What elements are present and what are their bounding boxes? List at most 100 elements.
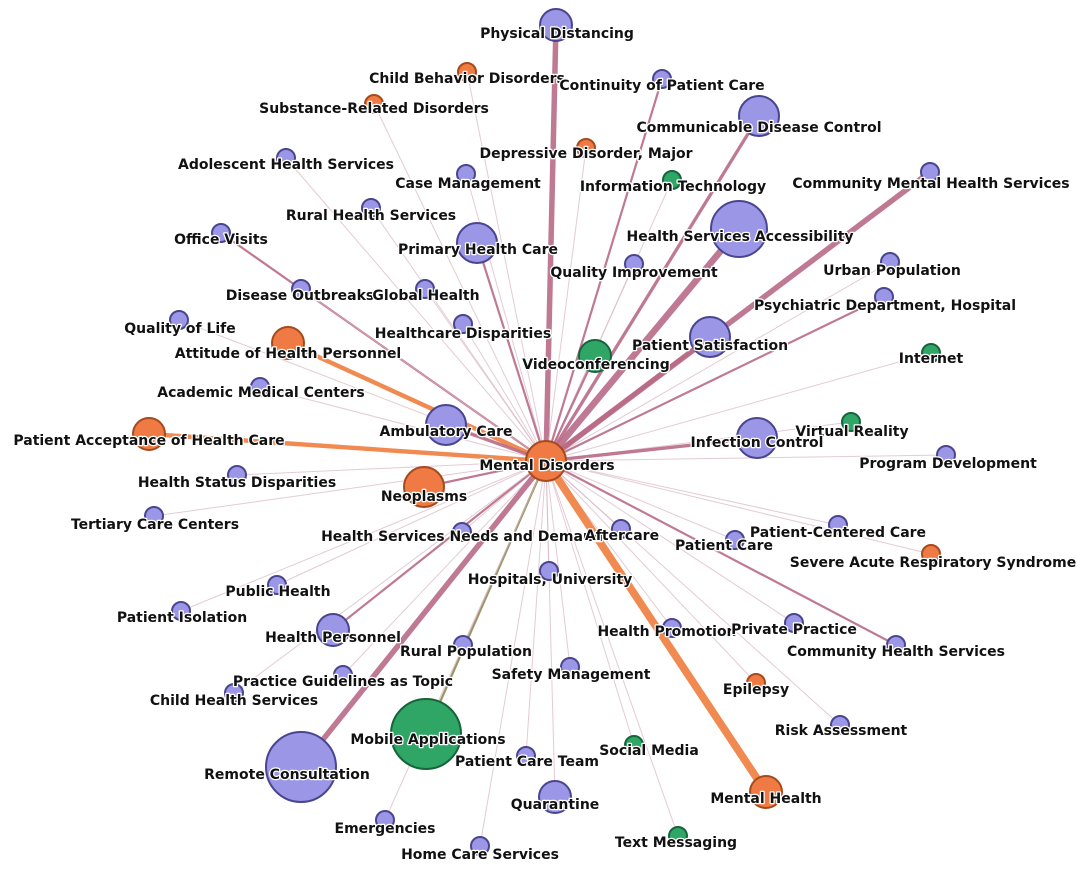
- node-attitude_of_health_personnel[interactable]: [271, 326, 305, 360]
- node-case_management[interactable]: [456, 164, 476, 184]
- edge-community_health_services: [545, 460, 897, 646]
- label-internet: Internet: [899, 351, 964, 367]
- node-physical_distancing[interactable]: [539, 8, 573, 42]
- node-depressive_disorder_major[interactable]: [576, 138, 596, 158]
- edge-patient_care: [545, 460, 736, 541]
- node-disease_outbreaks[interactable]: [291, 279, 311, 299]
- node-internet[interactable]: [921, 343, 941, 363]
- node-patient_satisfaction[interactable]: [689, 316, 731, 358]
- node-public_health[interactable]: [267, 575, 287, 595]
- edge-adolescent_health_services: [285, 157, 547, 462]
- node-mental_health[interactable]: [749, 775, 783, 809]
- node-healthcare_disparities[interactable]: [453, 314, 473, 334]
- edge-private_practice: [545, 460, 795, 624]
- label-safety_management: Safety Management: [492, 667, 651, 683]
- node-community_health_services[interactable]: [886, 635, 906, 655]
- node-emergencies[interactable]: [375, 810, 395, 830]
- node-patient_centered_care[interactable]: [828, 515, 848, 535]
- label-case_management: Case Management: [395, 176, 541, 192]
- node-quarantine[interactable]: [538, 780, 572, 814]
- node-rural_health_services[interactable]: [361, 198, 381, 218]
- label-infection_control: Infection Control: [691, 435, 824, 451]
- edge-program_development: [545, 454, 947, 462]
- edge-social_media: [545, 460, 635, 746]
- node-communicable_disease_control[interactable]: [738, 95, 780, 137]
- node-neoplasms[interactable]: [403, 466, 445, 508]
- label-community_mental_health_services: Community Mental Health Services: [792, 176, 1069, 192]
- node-health_services_needs_demand[interactable]: [452, 522, 472, 542]
- node-adolescent_health_services[interactable]: [276, 148, 296, 168]
- node-health_services_accessibility[interactable]: [710, 200, 768, 258]
- node-substance_related_disorders[interactable]: [364, 94, 384, 114]
- node-hospitals_university[interactable]: [539, 561, 559, 581]
- node-health_promotion[interactable]: [662, 618, 682, 638]
- node-child_health_services[interactable]: [224, 683, 244, 703]
- node-safety_management[interactable]: [560, 657, 580, 677]
- node-office_visits[interactable]: [211, 223, 231, 243]
- node-virtual_reality[interactable]: [841, 412, 861, 432]
- node-primary_health_care[interactable]: [456, 222, 498, 264]
- node-academic_medical_centers[interactable]: [250, 377, 270, 397]
- label-aftercare: Aftercare: [585, 528, 659, 544]
- label-health_services_accessibility: Health Services Accessibility: [626, 229, 853, 245]
- node-patient_care[interactable]: [725, 530, 745, 550]
- edge-home_care_services: [479, 460, 547, 847]
- node-community_mental_health_services[interactable]: [920, 162, 940, 182]
- node-remote_consultation[interactable]: [265, 731, 337, 803]
- node-sars[interactable]: [921, 544, 941, 564]
- label-hospitals_university: Hospitals, University: [468, 572, 633, 588]
- node-quality_of_life[interactable]: [169, 310, 189, 330]
- label-psychiatric_department_hospital: Psychiatric Department, Hospital: [754, 298, 1016, 314]
- node-private_practice[interactable]: [784, 613, 804, 633]
- node-social_media[interactable]: [624, 735, 644, 755]
- node-mental_disorders[interactable]: [525, 440, 567, 482]
- label-primary_health_care: Primary Health Care: [398, 242, 558, 258]
- node-practice_guidelines[interactable]: [333, 665, 353, 685]
- edge-disease_outbreaks: [300, 288, 547, 462]
- node-urban_population[interactable]: [880, 252, 900, 272]
- label-patient_acceptance: Patient Acceptance of Health Care: [13, 433, 284, 449]
- label-continuity_patient_care: Continuity of Patient Care: [559, 78, 764, 94]
- node-epilepsy[interactable]: [746, 673, 766, 693]
- node-patient_acceptance[interactable]: [132, 417, 166, 451]
- node-information_technology[interactable]: [662, 170, 682, 190]
- node-home_care_services[interactable]: [470, 836, 490, 856]
- edge-mental_health: [542, 458, 770, 795]
- node-global_health[interactable]: [415, 279, 435, 299]
- edge-internet: [545, 352, 932, 462]
- label-home_care_services: Home Care Services: [401, 847, 559, 863]
- node-quality_improvement[interactable]: [624, 254, 644, 274]
- node-patient_isolation[interactable]: [171, 601, 191, 621]
- node-mobile_applications[interactable]: [390, 698, 462, 770]
- label-rural_health_services: Rural Health Services: [286, 208, 456, 224]
- label-videoconferencing: Videoconferencing: [522, 357, 669, 373]
- node-rural_population[interactable]: [453, 635, 473, 655]
- node-continuity_patient_care[interactable]: [652, 69, 672, 89]
- node-infection_control[interactable]: [736, 417, 778, 459]
- label-information_technology: Information Technology: [580, 179, 766, 195]
- node-tertiary_care_centers[interactable]: [144, 506, 164, 526]
- node-videoconferencing[interactable]: [578, 339, 612, 373]
- node-health_status_disparities[interactable]: [227, 465, 247, 485]
- label-urban_population: Urban Population: [823, 263, 961, 279]
- node-risk_assessment[interactable]: [830, 715, 850, 735]
- node-program_development[interactable]: [936, 445, 956, 465]
- node-text_messaging[interactable]: [668, 826, 688, 846]
- node-psychiatric_department_hospital[interactable]: [874, 287, 894, 307]
- node-aftercare[interactable]: [611, 519, 631, 539]
- edge-tertiary_care_centers: [153, 460, 547, 517]
- label-private_practice: Private Practice: [731, 622, 857, 638]
- label-sars: Severe Acute Respiratory Syndrome: [790, 555, 1076, 571]
- label-quality_improvement: Quality Improvement: [550, 265, 718, 281]
- node-child_behavior_disorders[interactable]: [457, 62, 477, 82]
- edge-healthcare_disparities: [462, 323, 547, 462]
- label-risk_assessment: Risk Assessment: [775, 723, 908, 739]
- node-patient_care_team[interactable]: [516, 746, 536, 766]
- edge-health_status_disparities: [236, 460, 547, 476]
- node-ambulatory_care[interactable]: [425, 404, 467, 446]
- label-patient_care: Patient Care: [675, 538, 773, 554]
- node-health_personnel[interactable]: [316, 613, 350, 647]
- edge-epilepsy: [545, 460, 757, 684]
